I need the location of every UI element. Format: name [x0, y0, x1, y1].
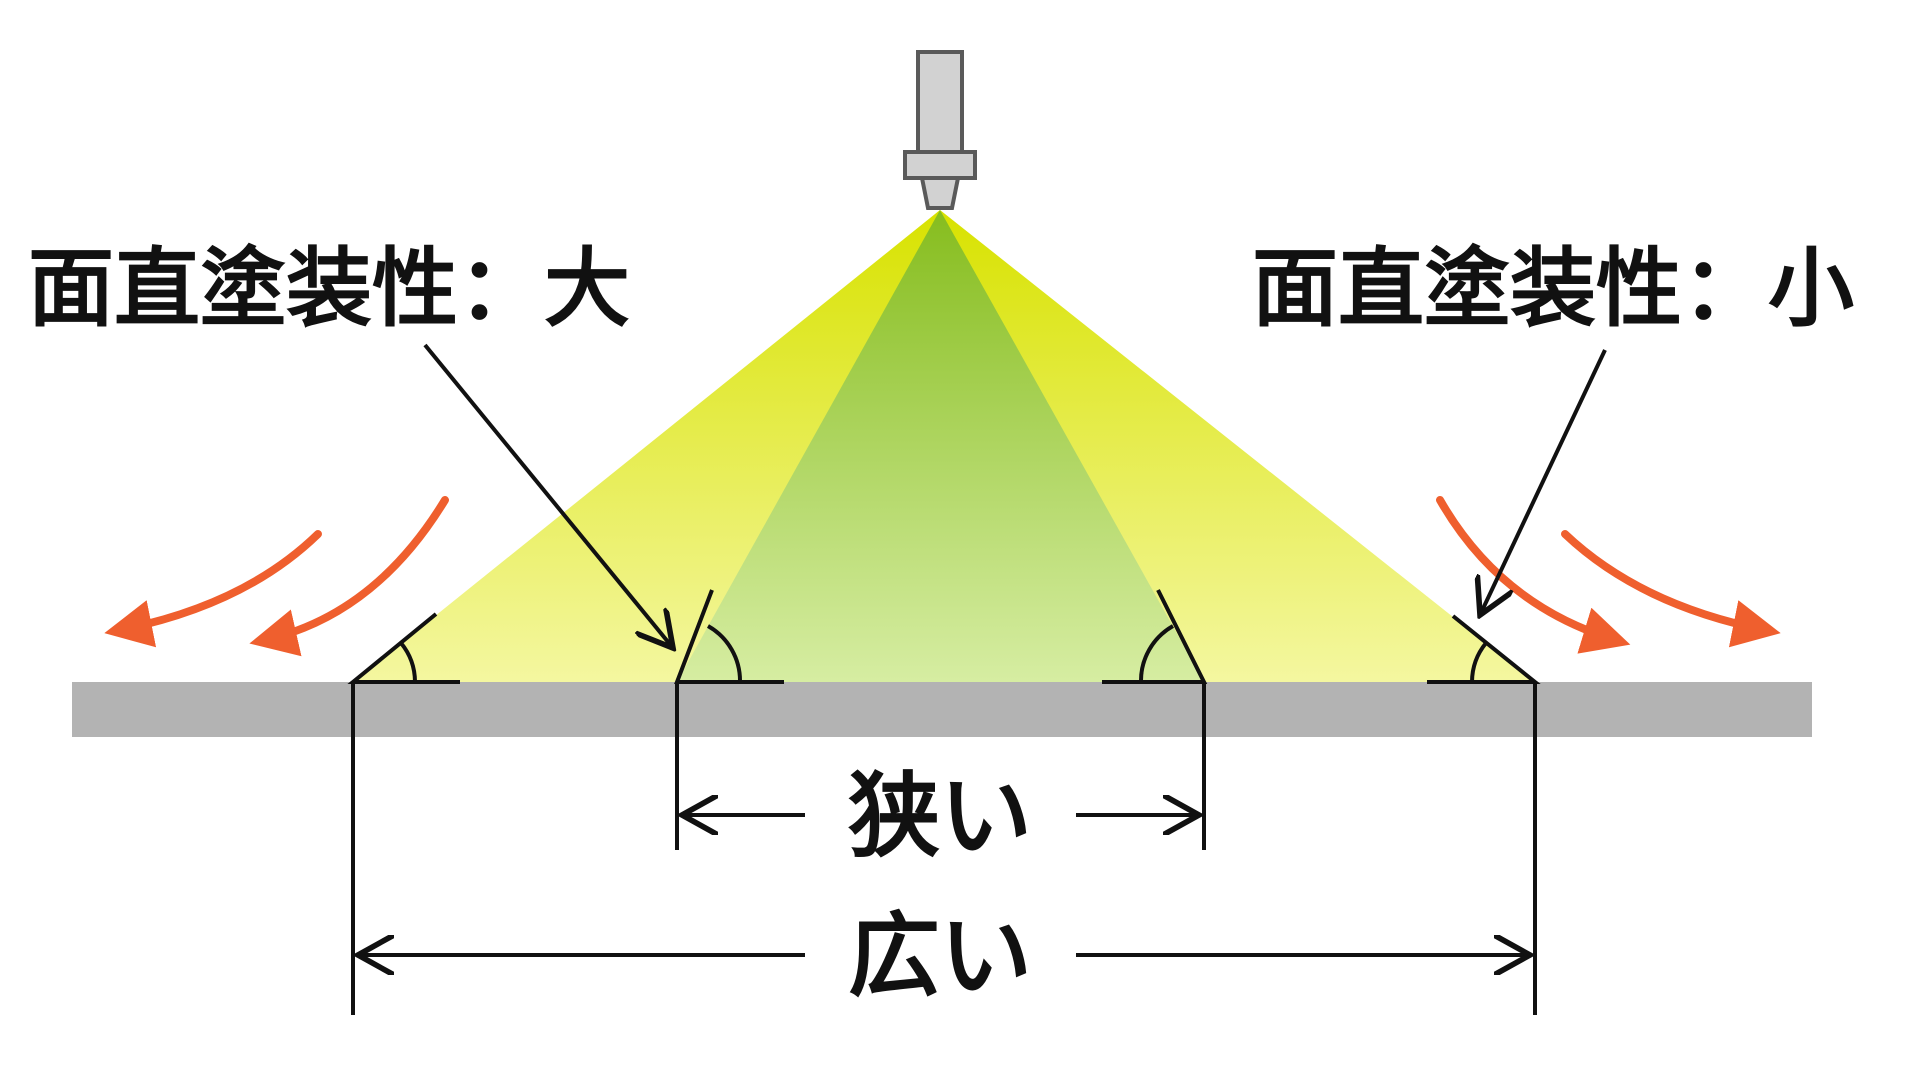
wide-label: 広い: [848, 903, 1032, 1010]
right-callout-label: 面直塗装性：小: [1252, 239, 1854, 339]
curved-arrow-icon: [104, 530, 322, 648]
narrow-spray-fan: [677, 210, 1204, 682]
curved-arrow-icon: [1561, 530, 1781, 648]
left-callout-leader: [423, 343, 673, 648]
curved-arrow-icon: [249, 496, 449, 657]
overspray-arrows-right: [1436, 496, 1781, 654]
narrow-label: 狭い: [848, 763, 1032, 870]
right-callout-leader: [1480, 349, 1607, 615]
curved-arrow-icon: [1436, 496, 1631, 654]
dimension-extension-lines: [351, 682, 1537, 1015]
left-callout-label: 面直塗装性：大: [28, 239, 630, 339]
painted-surface: [72, 682, 1812, 737]
overspray-arrows-left: [104, 496, 449, 657]
spray-nozzle-icon: [903, 50, 977, 210]
